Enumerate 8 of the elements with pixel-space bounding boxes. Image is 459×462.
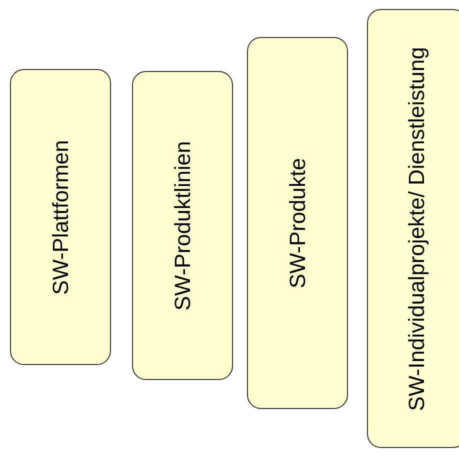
box-label: SW-Produkte [286, 158, 310, 288]
rounded-box [367, 9, 459, 448]
box-label: SW-Plattformen [48, 140, 72, 294]
box-label: SW-Individualprojekte/ Dienstleistung [405, 46, 429, 410]
rounded-box [132, 71, 233, 380]
rounded-box [247, 37, 348, 409]
rounded-box [10, 69, 111, 365]
box-label: SW-Produktlinien [170, 140, 194, 310]
